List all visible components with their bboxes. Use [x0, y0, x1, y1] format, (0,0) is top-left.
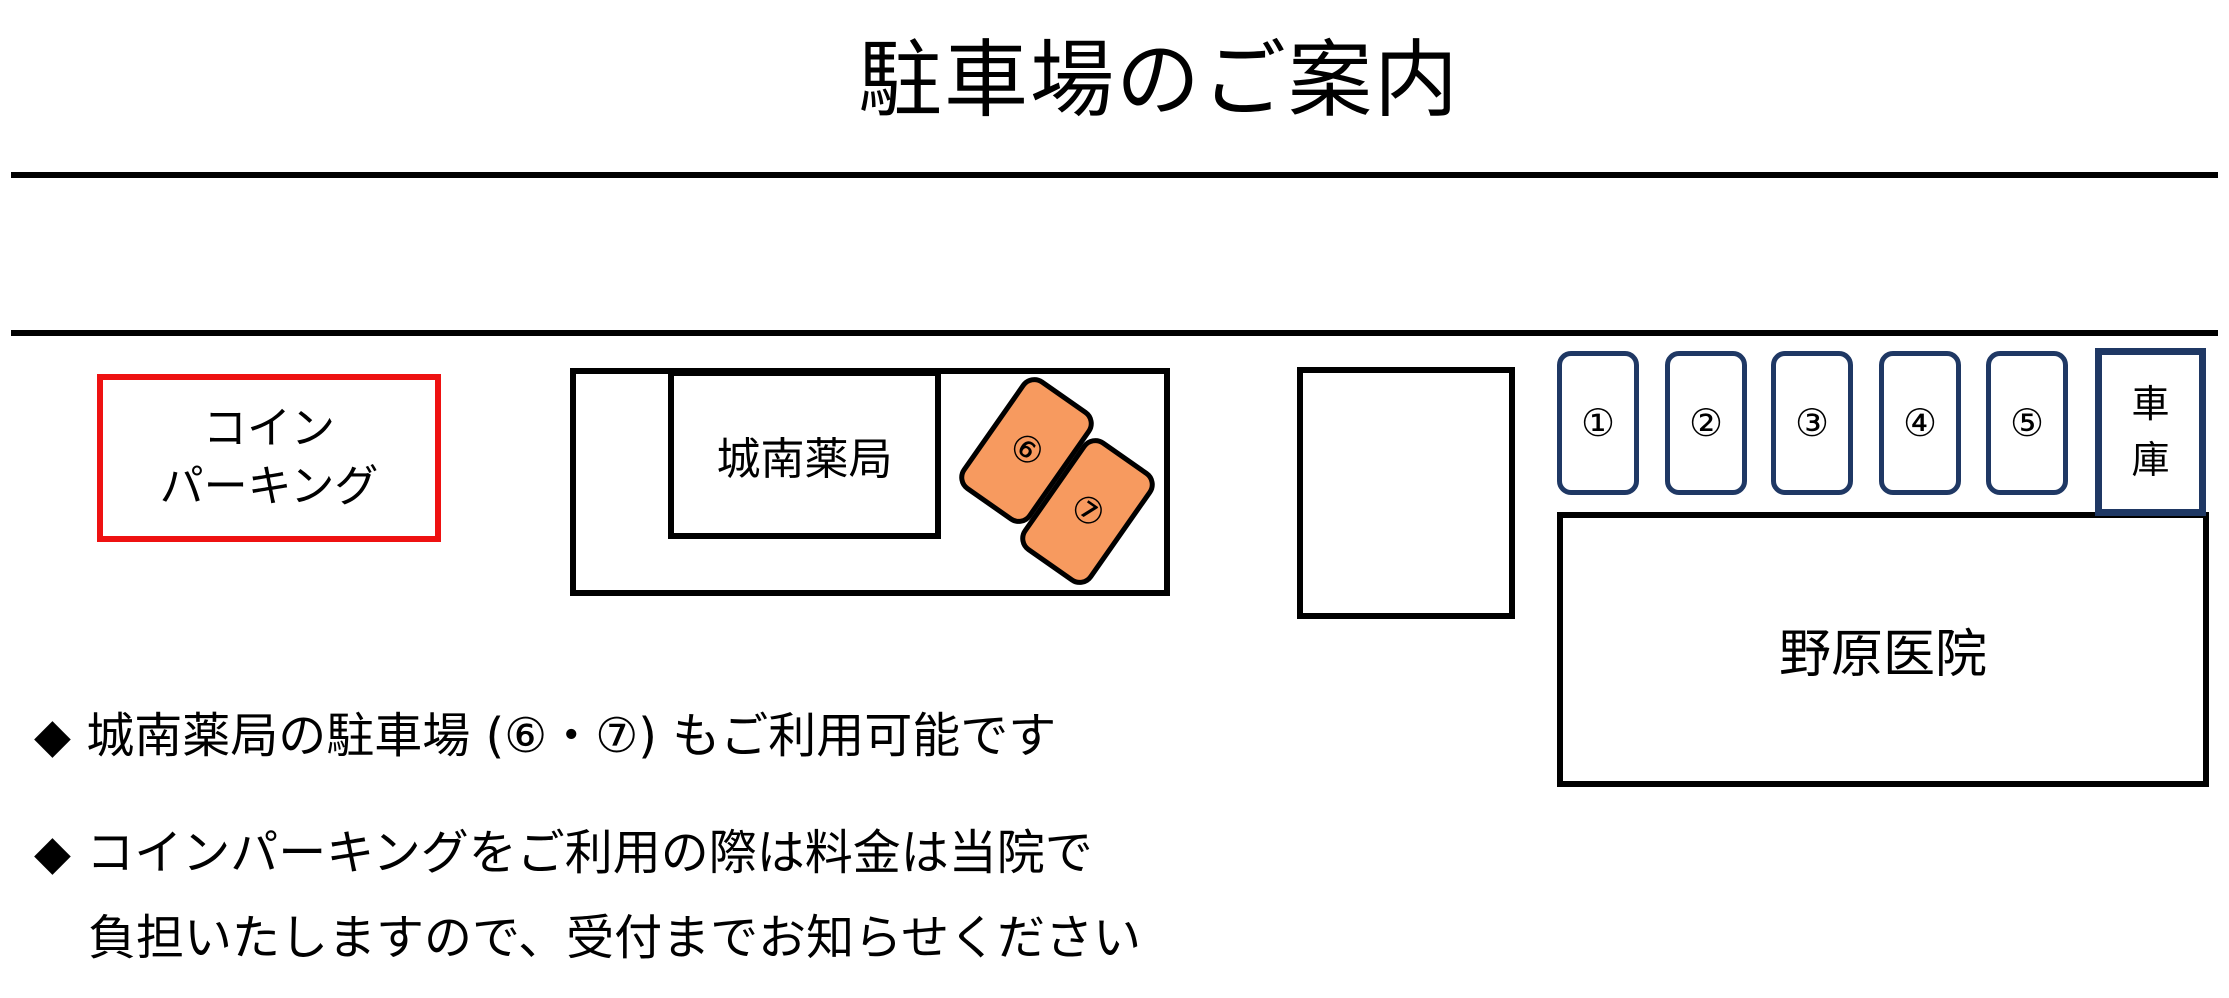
coin-parking-label-2: パーキング — [159, 461, 379, 512]
diamond-bullet-icon: ◆ — [34, 825, 71, 881]
garage-label-2: 庫 — [2131, 438, 2170, 482]
spot-number: ② — [1688, 401, 1724, 445]
parking-spot-3: ③ — [1771, 351, 1853, 495]
pharmacy-name: 城南薬局 — [716, 433, 893, 485]
spot-number: ③ — [1794, 401, 1830, 445]
spot-number: ④ — [1902, 401, 1938, 445]
diamond-bullet-icon: ◆ — [34, 708, 71, 764]
spot-number: ⑦ — [1062, 485, 1113, 538]
coin-parking-label-1: コイン — [203, 403, 335, 454]
road-top-line — [11, 172, 2218, 178]
parking-spot-5: ⑤ — [1986, 351, 2068, 495]
note-1: ◆ 城南薬局の駐車場 (⑥・⑦) もご利用可能です — [34, 706, 1056, 766]
parking-spot-1: ① — [1557, 351, 1639, 495]
coin-parking: コイン パーキング — [97, 374, 441, 542]
note-text: コインパーキングをご利用の際は料金は当院で — [86, 825, 1093, 881]
note-2-continued: 負担いたしますので、受付までお知らせください — [88, 910, 1142, 966]
road-bottom-line — [11, 330, 2218, 336]
garage-label-1: 車 — [2131, 382, 2170, 426]
clinic-name: 野原医院 — [1778, 625, 1987, 685]
neighbor-building — [1297, 367, 1515, 619]
spot-number: ⑤ — [2009, 401, 2045, 445]
parking-spot-4: ④ — [1879, 351, 1961, 495]
spot-number: ① — [1580, 401, 1616, 445]
note-2: ◆ コインパーキングをご利用の際は料金は当院で — [34, 823, 1093, 883]
clinic-building: 野原医院 — [1557, 512, 2209, 787]
garage: 車 庫 — [2095, 348, 2206, 516]
page-title: 駐車場のご案内 — [857, 31, 1460, 129]
parking-spot-2: ② — [1665, 351, 1747, 495]
note-text: 城南薬局の駐車場 (⑥・⑦) もご利用可能です — [86, 708, 1057, 764]
pharmacy-building: 城南薬局 — [668, 370, 941, 539]
spot-number: ⑥ — [1001, 424, 1052, 477]
